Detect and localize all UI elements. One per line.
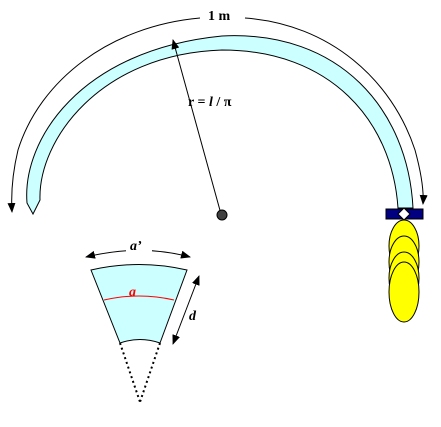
radius-label-prefix: r =	[188, 95, 209, 110]
depth-arrow-up	[185, 275, 200, 311]
depth-arrow-down	[172, 309, 187, 345]
curved-band	[26, 35, 414, 216]
radius-label-l: l	[209, 95, 213, 110]
depth-label: d	[189, 309, 197, 324]
lamp-stack	[388, 219, 420, 323]
radius-label-pi: π	[224, 95, 232, 110]
arc-length-label-bg	[202, 5, 242, 25]
radius-label: r = l / π	[188, 95, 232, 110]
sector-dotted-right	[139, 342, 161, 403]
lamp-ellipse	[388, 261, 420, 323]
outer-width-label: a’	[130, 239, 142, 254]
radius-label-sep: /	[213, 95, 224, 110]
arc-a-line	[103, 295, 175, 301]
arc-length-arrow-right	[244, 17, 428, 205]
arc-length-label: 1 m	[208, 9, 231, 24]
inner-width-label: a	[129, 285, 136, 300]
pivot-point	[216, 209, 228, 221]
sector-dotted-left	[119, 342, 141, 403]
outer-width-label-bg	[126, 236, 152, 254]
band-sector	[90, 264, 188, 344]
arc-length-arrow-left	[7, 17, 201, 213]
radius-arrow	[171, 39, 222, 215]
